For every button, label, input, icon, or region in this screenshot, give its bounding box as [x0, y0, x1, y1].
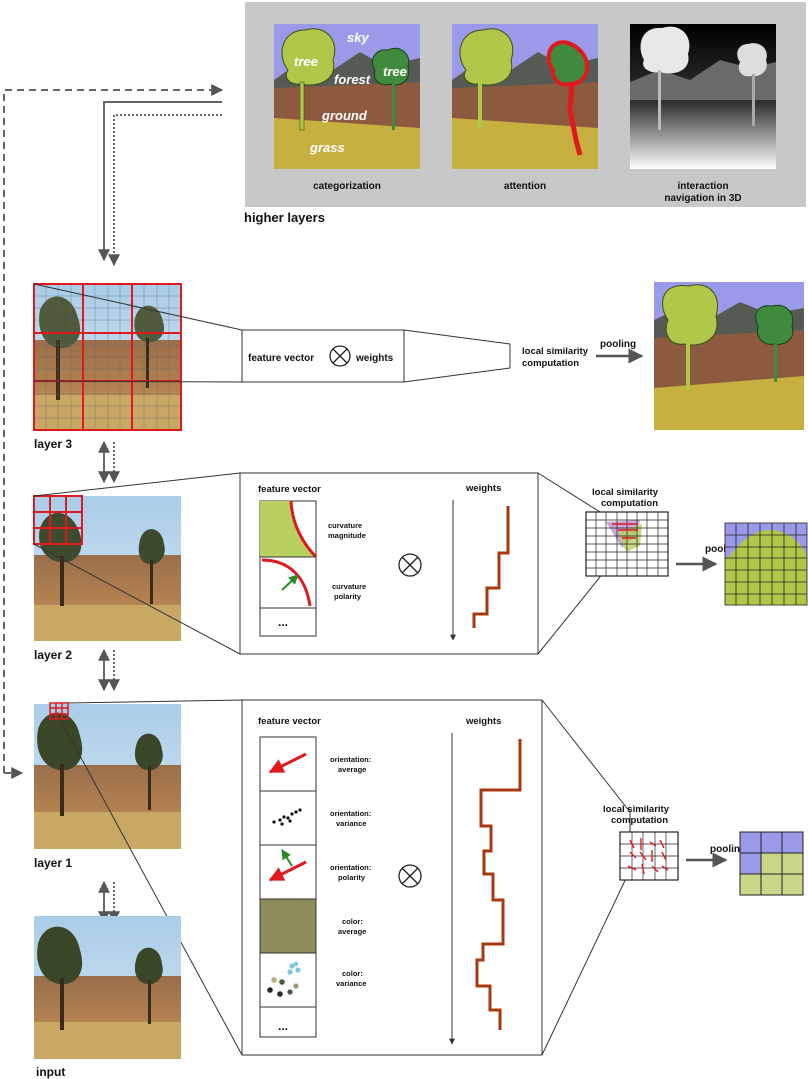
layer1-weights-curve	[475, 739, 522, 1030]
layer2-similarity-grid	[585, 511, 669, 577]
layer3-pooling-label: pooling	[600, 339, 636, 350]
feature-color-average-1: color:	[342, 917, 363, 926]
feature-color-variance-2: variance	[336, 979, 366, 988]
layer3-label: layer 3	[34, 437, 72, 451]
otimes-icon	[398, 864, 422, 888]
layer1-pooling-label: pooling	[710, 844, 746, 855]
tree-left-label: tree	[294, 54, 318, 69]
layer2-ellipsis: ...	[278, 615, 288, 629]
curvature-magnitude-line2: magnitude	[328, 531, 366, 540]
interaction-caption-1: interaction	[677, 181, 728, 192]
input-image	[34, 916, 181, 1059]
sky-label: sky	[347, 30, 369, 45]
attention-caption: attention	[504, 181, 546, 192]
curvature-magnitude-line1: curvature	[328, 521, 362, 530]
layer2-feature-vector-label: feature vector	[258, 484, 321, 495]
layer1-ellipsis: ...	[278, 1019, 288, 1033]
layer2-weights-label: weights	[465, 483, 501, 494]
grass-label: grass	[309, 140, 345, 155]
layer1-image	[34, 702, 181, 849]
layer2-label: layer 2	[34, 648, 72, 662]
layer1-feature-vector-label: feature vector	[258, 716, 321, 727]
layer1-weights-label: weights	[465, 716, 501, 727]
layer2-feature-column	[259, 500, 318, 637]
feature-orientation-average-1: orientation:	[330, 755, 371, 764]
layer2-weights-curve	[472, 506, 510, 628]
feature-color-average-2: average	[338, 927, 366, 936]
layer3-similarity-line1: local similarity	[522, 346, 589, 357]
layer2-pooling-label: pooling	[705, 544, 741, 555]
otimes-icon	[329, 345, 351, 367]
interaction-caption-2: navigation in 3D	[664, 193, 741, 204]
otimes-icon	[398, 553, 422, 577]
input-label: input	[36, 1065, 65, 1079]
layer1-label: layer 1	[34, 856, 72, 870]
feedback-arrows	[3, 84, 224, 924]
feature-color-variance-1: color:	[342, 969, 363, 978]
layer2-similarity-line1: local similarity	[592, 487, 659, 498]
feature-orientation-variance-2: variance	[336, 819, 366, 828]
layer3-output-image	[654, 282, 804, 430]
layer3-weights-label: weights	[355, 353, 394, 364]
layer3-similarity-line2: computation	[522, 358, 579, 369]
layer3-projection	[33, 283, 511, 383]
feature-orientation-variance-1: orientation:	[330, 809, 371, 818]
feature-orientation-average-2: average	[338, 765, 366, 774]
layer2-similarity-line2: computation	[601, 498, 658, 509]
layer3-image	[33, 283, 182, 431]
ground-label: ground	[321, 108, 368, 123]
layer2-pooled-grid	[724, 522, 808, 606]
layer1-similarity-line2: computation	[611, 815, 668, 826]
attention-image	[452, 24, 598, 169]
higher-layers-title: higher layers	[244, 210, 325, 225]
tree-right-label: tree	[383, 64, 407, 79]
curvature-polarity-line1: curvature	[332, 582, 366, 591]
layer1-feature-column	[259, 736, 317, 1038]
categorization-caption: categorization	[313, 181, 381, 192]
feature-orientation-polarity-1: orientation:	[330, 863, 371, 872]
layer1-similarity-line1: local similarity	[603, 804, 670, 815]
forest-label: forest	[334, 72, 371, 87]
feature-orientation-polarity-2: polarity	[338, 873, 366, 882]
layer1-similarity-grid	[619, 831, 679, 881]
layer3-feature-vector-label: feature vector	[248, 353, 314, 364]
higher-layers-panel: sky tree forest tree ground grass catego…	[245, 2, 806, 207]
curvature-polarity-line2: polarity	[334, 592, 362, 601]
layer2-image	[33, 495, 181, 641]
layer1-pooled-grid	[739, 831, 804, 896]
depth-image	[630, 24, 776, 169]
categorization-image: sky tree forest tree ground grass	[274, 24, 420, 169]
